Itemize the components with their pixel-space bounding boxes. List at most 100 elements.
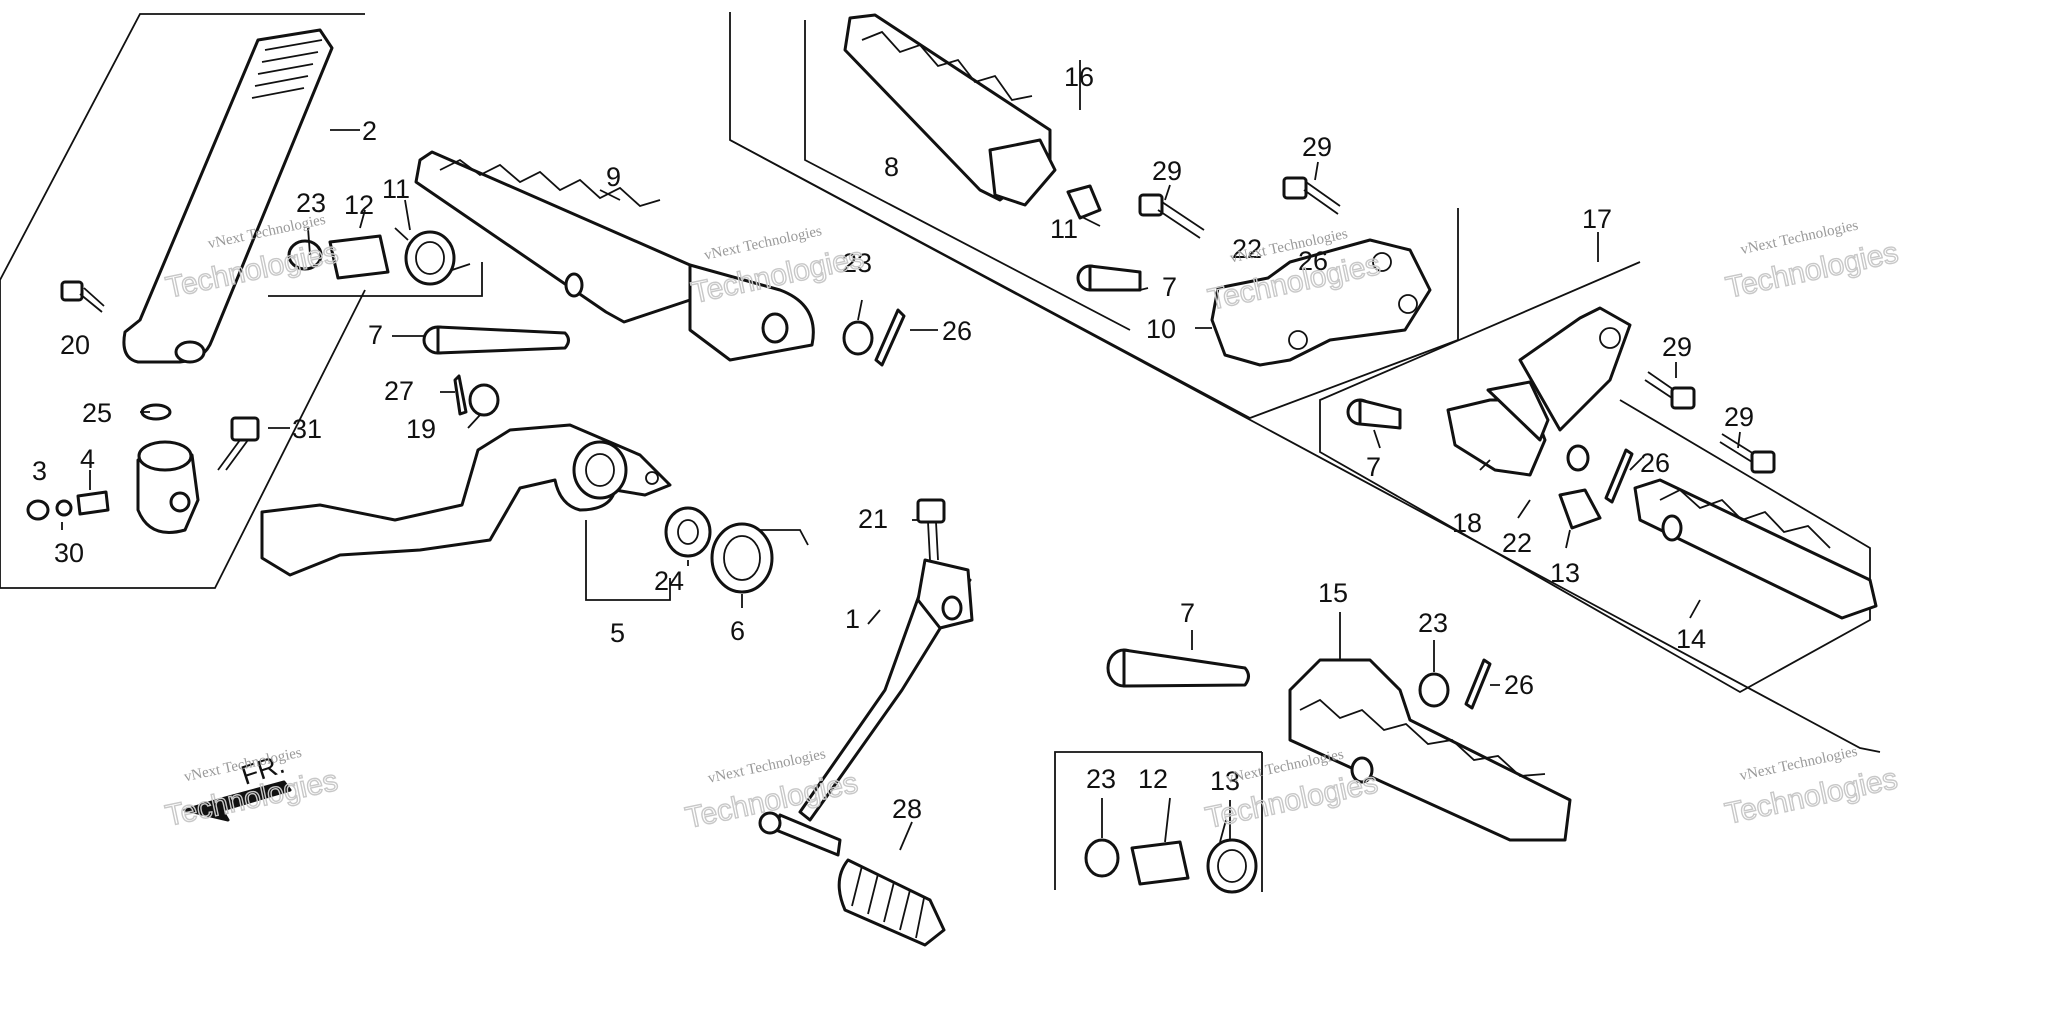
callout-2: 2 bbox=[362, 116, 377, 146]
return-spring-6 bbox=[710, 522, 809, 594]
right-footpeg-group-frame bbox=[729, 139, 1881, 753]
callout-29-a: 29 bbox=[1152, 156, 1182, 186]
callout-28: 28 bbox=[892, 794, 922, 824]
pin-7-d bbox=[1106, 648, 1250, 688]
callout-23-d: 23 bbox=[1086, 764, 1116, 794]
callout-5: 5 bbox=[610, 618, 625, 648]
callout-26-a: 26 bbox=[942, 316, 972, 346]
callout-19: 19 bbox=[406, 414, 436, 444]
bolt-20 bbox=[60, 280, 105, 313]
washer-23-c bbox=[1418, 672, 1450, 708]
callout-11-b: 11 bbox=[1050, 214, 1078, 244]
cotter-pin-26-a bbox=[874, 308, 906, 367]
washer-23-d bbox=[1084, 838, 1120, 878]
left-footpeg-group-frame bbox=[729, 12, 1459, 419]
seal-24 bbox=[664, 506, 712, 558]
brake-pedal bbox=[260, 423, 672, 577]
shift-rubber-28 bbox=[837, 858, 946, 947]
bracket-17 bbox=[1518, 306, 1632, 432]
footpeg-bracket-18 bbox=[1446, 380, 1550, 477]
spring-13-a bbox=[1558, 488, 1602, 530]
callout-6: 6 bbox=[730, 616, 745, 646]
bolt-29-b bbox=[1282, 176, 1341, 215]
cotter-pin-27 bbox=[453, 374, 468, 416]
spring-11-b bbox=[1066, 184, 1102, 220]
spring-kit-frame bbox=[268, 262, 483, 297]
washer-23-a bbox=[287, 239, 323, 271]
pin-7-a bbox=[422, 325, 570, 355]
callout-26-d: 26 bbox=[1504, 670, 1534, 700]
callout-30: 30 bbox=[54, 538, 84, 568]
callout-25: 25 bbox=[82, 398, 112, 428]
rear-footpeg-group-frame bbox=[1319, 261, 1871, 694]
callout-12-a: 12 bbox=[344, 190, 374, 220]
bolt-21 bbox=[916, 498, 946, 561]
callout-9: 9 bbox=[606, 162, 621, 192]
ball-and-spring-3-4-30 bbox=[26, 490, 110, 521]
footpeg-14 bbox=[1633, 478, 1878, 620]
callout-27: 27 bbox=[384, 376, 414, 406]
callout-22-b: 22 bbox=[1502, 528, 1532, 558]
bolt-29-c bbox=[1644, 371, 1696, 410]
callout-26-b: 26 bbox=[1298, 246, 1328, 276]
callout-22-a: 22 bbox=[1232, 234, 1262, 264]
callout-18: 18 bbox=[1452, 508, 1482, 538]
callout-3: 3 bbox=[32, 456, 47, 486]
left-footpeg-subframe bbox=[804, 20, 1131, 331]
front-direction-arrow: FR. bbox=[183, 749, 292, 822]
callout-11-a: 11 bbox=[382, 174, 410, 204]
callout-20: 20 bbox=[60, 330, 90, 360]
bolt-31 bbox=[217, 416, 260, 471]
callout-7-d: 7 bbox=[1180, 598, 1195, 628]
kick-starter-arm bbox=[122, 28, 334, 364]
callout-23-c: 23 bbox=[1418, 608, 1448, 638]
callout-23-a: 23 bbox=[296, 188, 326, 218]
callout-23-b: 23 bbox=[842, 248, 872, 278]
callout-8: 8 bbox=[884, 152, 899, 182]
callout-10: 10 bbox=[1146, 314, 1176, 344]
bracket-10 bbox=[1210, 238, 1432, 367]
pin-7-c bbox=[1346, 398, 1402, 430]
callout-4: 4 bbox=[80, 444, 95, 474]
washer-19 bbox=[468, 383, 500, 417]
washer-23-b bbox=[842, 320, 874, 356]
callout-29-c: 29 bbox=[1662, 332, 1692, 362]
callout-29-b: 29 bbox=[1302, 132, 1332, 162]
callout-17: 17 bbox=[1582, 204, 1612, 234]
pin-7-b bbox=[1076, 264, 1142, 292]
collar-12-a bbox=[328, 234, 390, 280]
cotter-pin-26-b bbox=[1604, 448, 1634, 504]
callout-1: 1 bbox=[845, 604, 860, 634]
left-footpeg bbox=[414, 150, 815, 362]
gearshift-lever bbox=[758, 558, 974, 857]
callout-16: 16 bbox=[1064, 62, 1094, 92]
collar-12-b bbox=[1130, 840, 1190, 886]
footpeg-15 bbox=[1288, 658, 1572, 842]
callout-31: 31 bbox=[292, 414, 322, 444]
callout-labels: 1 2 3 4 5 6 7 7 7 7 8 9 10 11 11 12 12 1… bbox=[32, 62, 1754, 824]
spring-13-b bbox=[1206, 819, 1258, 894]
callout-21: 21 bbox=[858, 504, 888, 534]
spring-11-a bbox=[394, 227, 471, 286]
callout-26-c: 26 bbox=[1640, 448, 1670, 478]
cotter-pin-26-c bbox=[1464, 658, 1492, 710]
callout-15: 15 bbox=[1318, 578, 1348, 608]
kick-spindle-boss bbox=[136, 440, 200, 534]
washer-22 bbox=[1566, 444, 1590, 472]
footpeg-8 bbox=[843, 13, 1057, 207]
callout-13-a: 13 bbox=[1550, 558, 1580, 588]
lower-spring-kit-frame bbox=[1054, 751, 1263, 892]
callout-12-b: 12 bbox=[1138, 764, 1168, 794]
bolt-29-d bbox=[1719, 433, 1776, 474]
callout-24: 24 bbox=[654, 566, 684, 596]
callout-7-a: 7 bbox=[368, 320, 383, 350]
callout-13-b: 13 bbox=[1210, 766, 1240, 796]
callout-7-c: 7 bbox=[1366, 452, 1381, 482]
callout-7-b: 7 bbox=[1162, 272, 1177, 302]
callout-29-d: 29 bbox=[1724, 402, 1754, 432]
bolt-29-a bbox=[1138, 193, 1205, 239]
callout-14: 14 bbox=[1676, 624, 1706, 654]
kick-starter-group-frame bbox=[0, 13, 366, 589]
leader-lines bbox=[61, 60, 1741, 851]
